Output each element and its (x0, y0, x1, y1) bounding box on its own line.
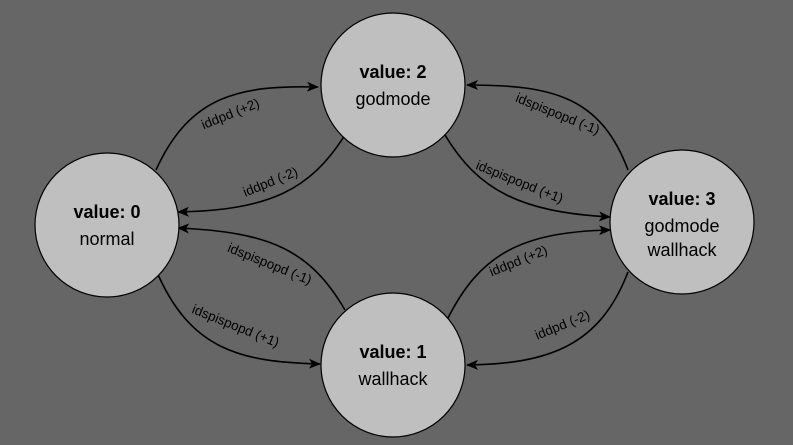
edge-2-to-3-label: idspispopd (+1) (474, 158, 566, 207)
edge-1-to-0: idspispopd (-1) (177, 223, 346, 311)
edge-2-to-0-label: iddpd (-2) (241, 164, 300, 200)
edge-3-to-2-line (466, 80, 629, 171)
edge-2-to-0: iddpd (-2) (177, 134, 346, 217)
edge-3-to-1-line (466, 271, 629, 370)
state-node-value-2-title: value: 2 (359, 62, 426, 82)
state-node-value-0-title: value: 0 (73, 202, 140, 222)
state-node-value-2-circle (320, 12, 466, 158)
edge-0-to-1-line (155, 269, 321, 369)
state-node-value-3-line-1: godmode (644, 216, 719, 236)
state-node-value-1: value: 1 wallhack (320, 292, 466, 438)
edge-0-to-2-label: iddpd (+2) (199, 95, 261, 132)
edge-1-to-0-line (177, 223, 346, 311)
state-node-value-3: value: 3 godmode wallhack (609, 149, 755, 295)
state-node-value-1-line-1: wallhack (357, 369, 428, 389)
state-node-value-2-line-1: godmode (355, 89, 430, 109)
state-node-value-0: value: 0 normal (34, 152, 180, 298)
edge-1-to-3: iddpd (+2) (447, 225, 611, 319)
edge-1-to-0-label: idspispopd (-1) (225, 240, 313, 287)
state-node-value-2: value: 2 godmode (320, 12, 466, 158)
edge-3-to-1: iddpd (-2) (466, 271, 629, 370)
edge-0-to-2-line (155, 81, 319, 171)
state-node-value-1-title: value: 1 (359, 342, 426, 362)
edge-3-to-1-label: iddpd (-2) (533, 307, 592, 343)
edge-0-to-1: idspispopd (+1) (155, 269, 321, 369)
state-node-value-3-circle (609, 149, 755, 295)
edge-0-to-2: iddpd (+2) (155, 81, 319, 171)
state-node-value-0-line-1: normal (79, 229, 134, 249)
edge-1-to-3-line (447, 225, 611, 319)
edge-1-to-3-label: iddpd (+2) (487, 242, 549, 279)
state-node-value-3-title: value: 3 (648, 189, 715, 209)
state-node-value-3-line-2: wallhack (646, 240, 717, 260)
edge-2-to-0-line (177, 134, 346, 217)
state-node-value-1-circle (320, 292, 466, 438)
edge-3-to-2-label: idspispopd (-1) (513, 90, 601, 137)
state-node-value-0-circle (34, 152, 180, 298)
edge-2-to-3-line (444, 134, 611, 222)
edge-2-to-3: idspispopd (+1) (444, 134, 611, 222)
edge-0-to-1-label: idspispopd (+1) (190, 302, 282, 351)
edge-3-to-2: idspispopd (-1) (466, 80, 629, 171)
